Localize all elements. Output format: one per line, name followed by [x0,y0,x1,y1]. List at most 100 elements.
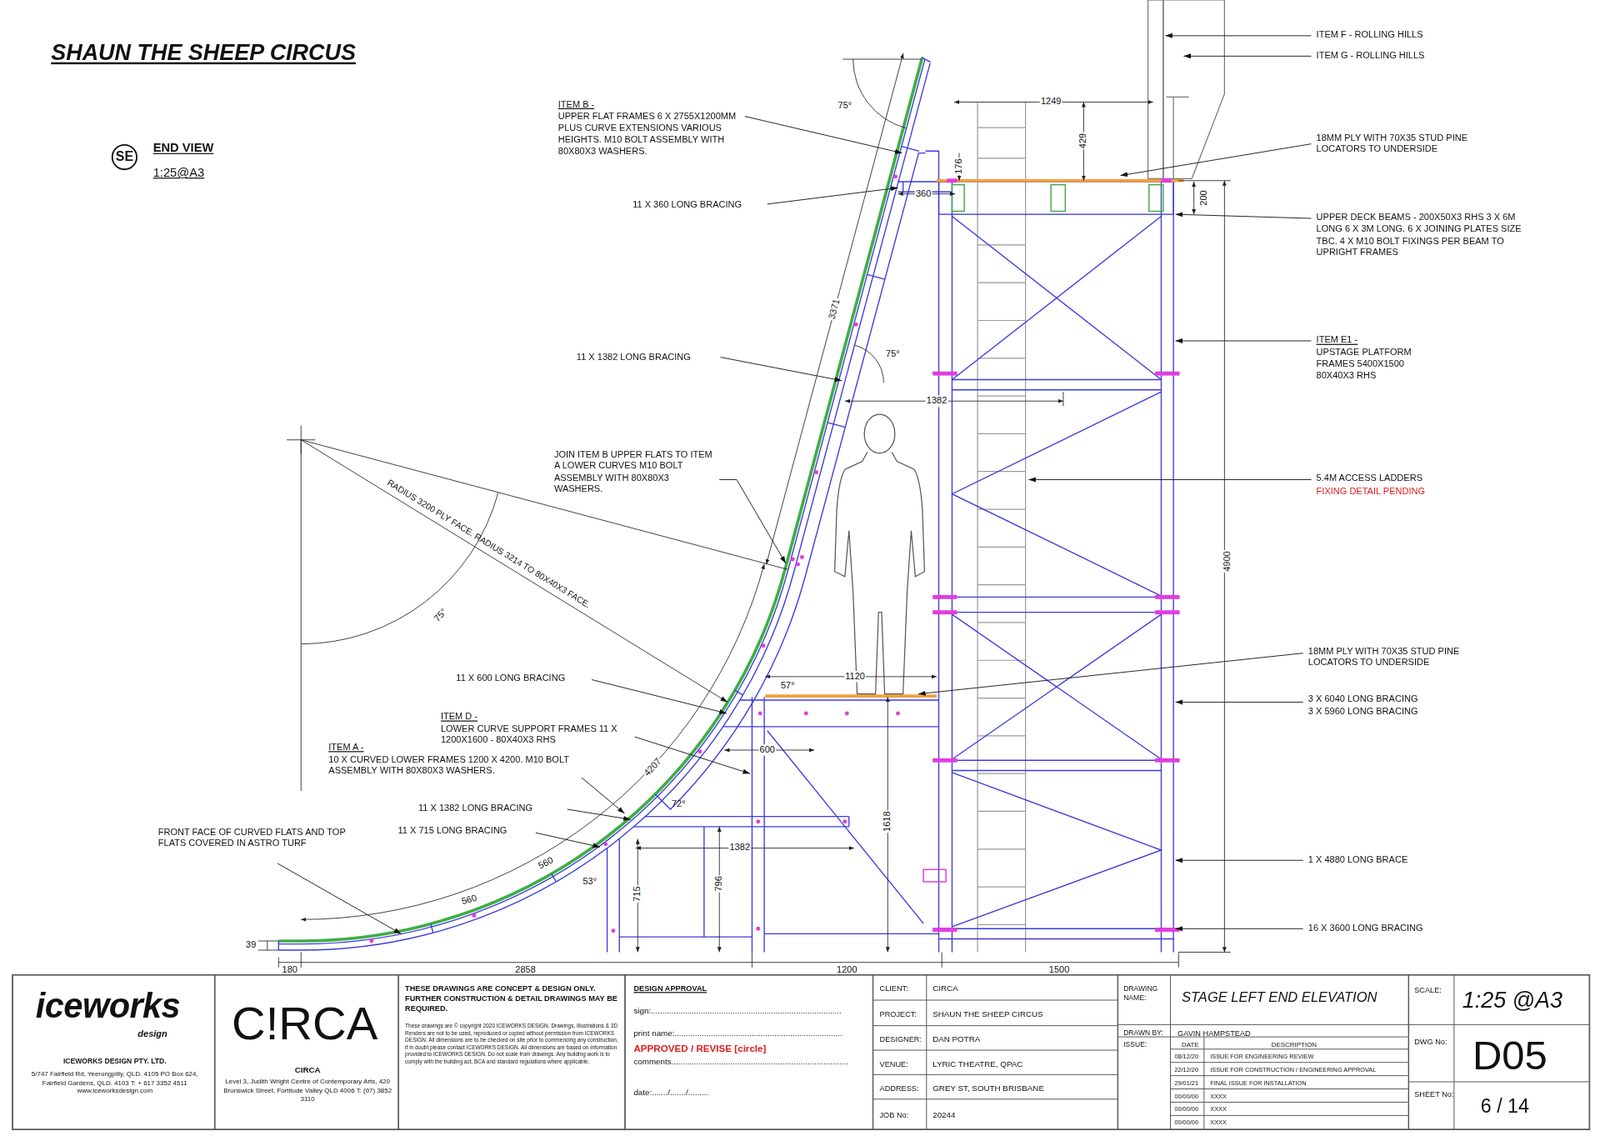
callout-text: 3 X 5960 LONG BRACING [1308,705,1419,718]
drawing-line [567,809,631,820]
dimension: 39 [245,939,256,951]
callout-text: LOWER CURVE SUPPORT FRAMES 11 X 1200X160… [440,723,630,747]
drawing-shape [1148,0,1164,179]
cell-text: 08/12/20 [1174,1053,1199,1061]
drawing-shape [758,710,763,715]
cell-text: Level 3, Judith Wright Centre of Contemp… [221,1077,395,1104]
drawing-shape [1155,758,1180,763]
item-heading: ITEM E1 - [1316,335,1359,347]
deck-beam-joint [951,185,1163,212]
view-marker: SE [110,144,138,171]
dimension: 560 [536,855,556,873]
dimension: 1249 [1040,96,1063,109]
access-ladder [977,101,1026,952]
cell-text: SE [115,149,134,166]
cell-text: XXXX [1210,1092,1227,1100]
drawing-shape [795,562,800,567]
item-heading: ITEM D - [440,710,478,723]
drawing-line [661,153,925,810]
drawing-line [1175,928,1304,930]
dimension: 4900 [1221,550,1234,573]
cell-text: 5/747 Fairfield Rd, Yeerongpilly, QLD. 4… [21,1069,209,1095]
project-info-cell: CLIENT:CIRCAPROJECT:SHAUN THE SHEEP CIRC… [872,974,1119,1130]
cell-text: DRAWING NAME: [1123,983,1170,1002]
cell-text: ISSUE FOR CONSTRUCTION / ENGINEERING APP… [1210,1066,1376,1075]
approval-cell: DESIGN APPROVALsign:....................… [624,974,874,1130]
drawing-shape [893,174,898,179]
cell-text: XXXX [1210,1119,1227,1127]
cell-text: DAN POTRA [932,1035,980,1045]
drawing-line [607,696,940,952]
cell-text: THESE DRAWINGS ARE CONCEPT & DESIGN ONLY… [405,983,622,1015]
drawing-shape [845,710,850,715]
sheet-title: SHAUN THE SHEEP CIRCUS [50,39,356,68]
drawing-shape [1155,610,1180,615]
drawing-shape [755,819,760,824]
dimension: 600 [758,744,776,756]
cell-text: 6 / 14 [1480,1094,1530,1119]
dimension: 176 [953,157,965,175]
callout-text: ITEM F - ROLLING HILLS [1316,30,1424,42]
view-scale: 1:25@A3 [153,165,205,180]
drawing-line [1117,974,1409,1130]
drawing-shape [1160,178,1171,183]
drawing-shape [761,643,766,648]
callout-text: 18MM PLY WITH 70X35 STUD PINE LOCATORS T… [1308,645,1508,670]
cell-text: 22/12/20 [1174,1066,1199,1075]
callout-text: 18MM PLY WITH 70X35 STUD PINE LOCATORS T… [1316,132,1516,156]
drawing-line [855,345,885,383]
dimension: 429 [1078,132,1090,150]
dimension: 3371 [825,296,843,322]
item-heading: ITEM B - [558,99,595,111]
cell-text: print name:.............................… [633,1028,842,1039]
drawing-line [430,146,953,933]
angle: 57° [780,680,795,692]
drawing-line [720,357,842,381]
drawing-shape [814,470,819,475]
drawing-shape [932,371,957,376]
drawing-line [767,187,899,205]
drawing-shape [800,555,805,560]
cell-text: STAGE LEFT END ELEVATION [1181,990,1378,1008]
dimension: 1382 [728,842,751,855]
cell-text: These drawings are © copyright 2020 ICEW… [405,1022,622,1065]
drawing-line [300,492,499,644]
cell-text: DATE [1181,1040,1200,1050]
cell-text: CIRCA [932,983,958,994]
drawing-shape [12,974,1590,1130]
drawing-shape [1155,595,1180,600]
rolling-hills [1148,0,1225,179]
angle: 75° [838,100,853,112]
drawing-line [1163,0,1225,179]
drawing-shape [610,928,615,933]
cell-text: 00/00/00 [1174,1105,1199,1114]
drawing-line [258,940,279,950]
drawing-line [300,440,728,703]
cell-text: 20244 [932,1110,955,1120]
callout-text: ITEM G - ROLLING HILLS [1316,50,1425,62]
leader-lines [277,35,1311,935]
drawing-line [939,180,1175,953]
drawing-shape [790,557,795,562]
cell-text: GAVIN HAMPSTEAD [1177,1028,1251,1038]
drawing-line [835,451,925,694]
view-title: END VIEW [153,140,215,156]
ply-deck [765,180,1184,696]
drawing-shape [932,758,957,763]
drawing-line [745,116,903,154]
callout-text: JOIN ITEM B UPPER FLATS TO ITEM A LOWER … [554,449,715,495]
cell-text: 00/00/00 [1174,1119,1199,1127]
item-heading: ITEM A - [328,741,364,754]
cell-text: DESIGN APPROVAL [633,983,707,993]
drawing-line [842,59,921,129]
dimension-lines [258,53,1231,968]
company-cell: iceworksdesignICEWORKS DESIGN PTY. LTD.5… [12,974,216,1130]
cell-text: DESIGNER: [880,1035,923,1045]
drawing-line [300,564,765,920]
drawing-line [1408,974,1590,1130]
bolt-plate [610,178,1180,933]
disclaimer-cell: THESE DRAWINGS ARE CONCEPT & DESIGN ONLY… [398,974,626,1130]
brace-clamp [923,869,946,882]
cell-text: 1:25 @A3 [1462,985,1563,1015]
cell-text: XXXX [1210,1105,1227,1114]
